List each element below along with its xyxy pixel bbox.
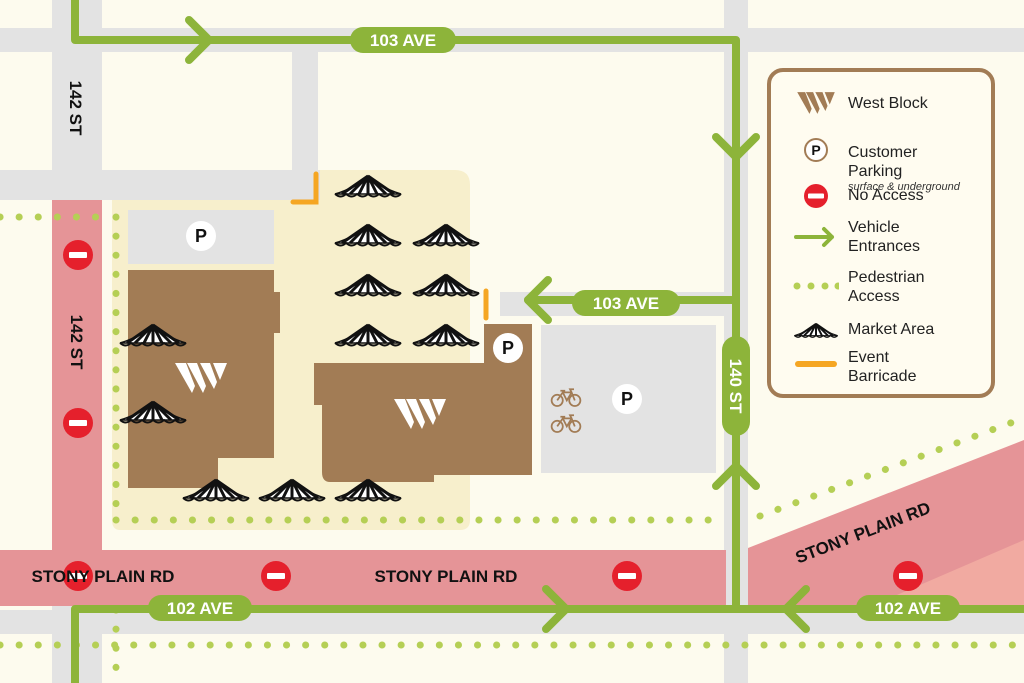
- west-block-logo-icon: [791, 90, 841, 116]
- parking-icon: P: [502, 338, 514, 358]
- legend-item-event-barricade: Event Barricade: [771, 348, 991, 392]
- svg-text:102 AVE: 102 AVE: [167, 599, 233, 618]
- street-pill-103-ave-top: 103 AVE: [350, 27, 456, 53]
- legend-label-vehicle-entrances: Vehicle Entrances: [848, 219, 921, 255]
- no-access-icon: [893, 561, 923, 591]
- no-access-icon: [63, 408, 93, 438]
- legend-label-pedestrian-access: Pedestrian Access: [848, 269, 925, 305]
- barricade-icon: [791, 354, 841, 374]
- street-label-stony-plain-mid: STONY PLAIN RD: [375, 567, 518, 586]
- closed-roads: [0, 200, 1024, 610]
- svg-text:P: P: [811, 142, 820, 158]
- legend-item-no-access: No Access: [771, 180, 991, 212]
- legend-label-customer-parking: Customer Parking: [848, 144, 918, 180]
- no-access-icon: [63, 561, 93, 591]
- barricade-icon: [290, 171, 319, 205]
- pedestrian-paths: [0, 213, 1024, 683]
- street-pill-103-ave-mid: 103 AVE: [572, 290, 680, 316]
- street-label-142-st-top: 142 ST: [66, 81, 85, 136]
- no-access-icon: [612, 561, 642, 591]
- legend-item-customer-parking: P Customer Parking surface & underground: [771, 124, 991, 193]
- legend-item-vehicle-entrances: Vehicle Entrances: [771, 216, 991, 260]
- legend-label-event-barricade: Event Barricade: [848, 349, 917, 385]
- map-legend: West Block P Customer Parking surface & …: [767, 68, 995, 398]
- street-label-stony-plain-left: STONY PLAIN RD: [32, 567, 175, 586]
- pedestrian-dots-icon: [791, 274, 841, 298]
- street-pill-140-st: 140 ST: [722, 336, 750, 436]
- legend-note-customer-parking: surface & underground: [848, 181, 960, 193]
- no-access-icon: [261, 561, 291, 591]
- svg-text:102 AVE: 102 AVE: [875, 599, 941, 618]
- parking-icon: P: [621, 389, 633, 409]
- parking-icon: P: [791, 132, 841, 168]
- legend-label-no-access: No Access: [848, 187, 924, 204]
- street-pill-102-ave-right: 102 AVE: [856, 595, 960, 621]
- street-label-142-st-left: 142 ST: [67, 315, 86, 370]
- no-access-icon: [63, 240, 93, 270]
- svg-text:103 AVE: 103 AVE: [370, 31, 436, 50]
- event-barricades: [290, 171, 489, 321]
- svg-text:103 AVE: 103 AVE: [593, 294, 659, 313]
- svg-text:140 ST: 140 ST: [726, 359, 745, 414]
- legend-item-west-block: West Block: [771, 84, 991, 122]
- legend-label-west-block: West Block: [848, 95, 928, 112]
- no-access-markers: [63, 240, 923, 591]
- parking-markers: P P P: [186, 221, 642, 414]
- legend-item-pedestrian-access: Pedestrian Access: [771, 266, 991, 310]
- market-tent-icon: [791, 318, 841, 344]
- legend-item-market-area: Market Area: [771, 316, 991, 346]
- parking-icon: P: [195, 226, 207, 246]
- no-access-icon: [791, 182, 841, 210]
- legend-label-market-area: Market Area: [848, 321, 935, 338]
- vehicle-entrance-arrow-icon: [791, 222, 841, 252]
- street-pill-102-ave-left: 102 AVE: [148, 595, 252, 621]
